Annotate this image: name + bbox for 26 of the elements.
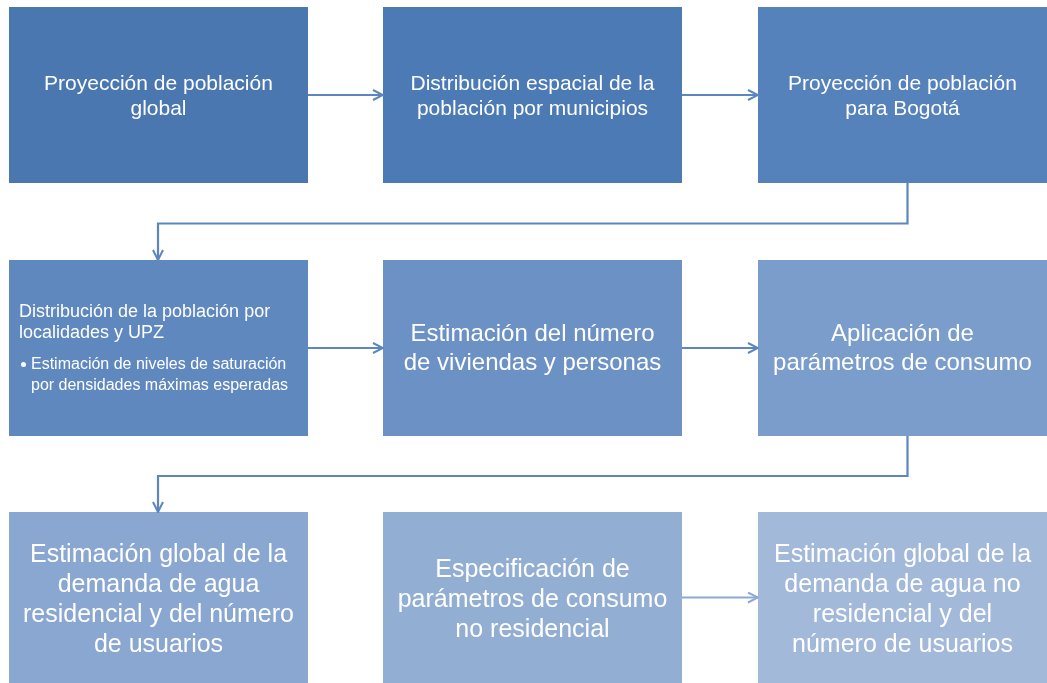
arrow [308, 342, 384, 354]
arrow [152, 183, 909, 261]
arrow [682, 591, 759, 604]
arrow [682, 89, 759, 101]
process-box [383, 7, 682, 183]
process-box [383, 260, 682, 436]
process-box [9, 260, 308, 436]
box-heading: Proyección de población para Bogotá [787, 69, 1018, 121]
arrow [152, 436, 909, 513]
box-heading: Distribución de la población por localidades y UPZ [19, 300, 272, 344]
box-heading: Especificación de parámetros de consumo no residencial [396, 552, 669, 643]
box-heading: Distribución espacial de la población por municipios [409, 69, 656, 121]
process-box [383, 512, 682, 683]
box-heading: Aplicación de parámetros de consumo [772, 319, 1033, 377]
box-heading: Estimación global de la demanda de agua residencial y del número de usuarios [22, 537, 295, 658]
process-box [9, 7, 308, 183]
box-heading: Estimación del número de viviendas y personas [402, 319, 663, 377]
arrow [308, 89, 384, 101]
process-box [9, 512, 308, 683]
arrow [682, 342, 759, 354]
process-box [758, 7, 1047, 183]
process-box [758, 512, 1047, 683]
box-heading: Estimación global de la demanda de agua no residencial y del número de usuarios [772, 537, 1033, 658]
box-heading: Proyección de población global [43, 69, 274, 121]
process-box [758, 260, 1047, 436]
bullet-text: Estimación de niveles de saturación por densidades máximas esperadas [31, 353, 290, 395]
